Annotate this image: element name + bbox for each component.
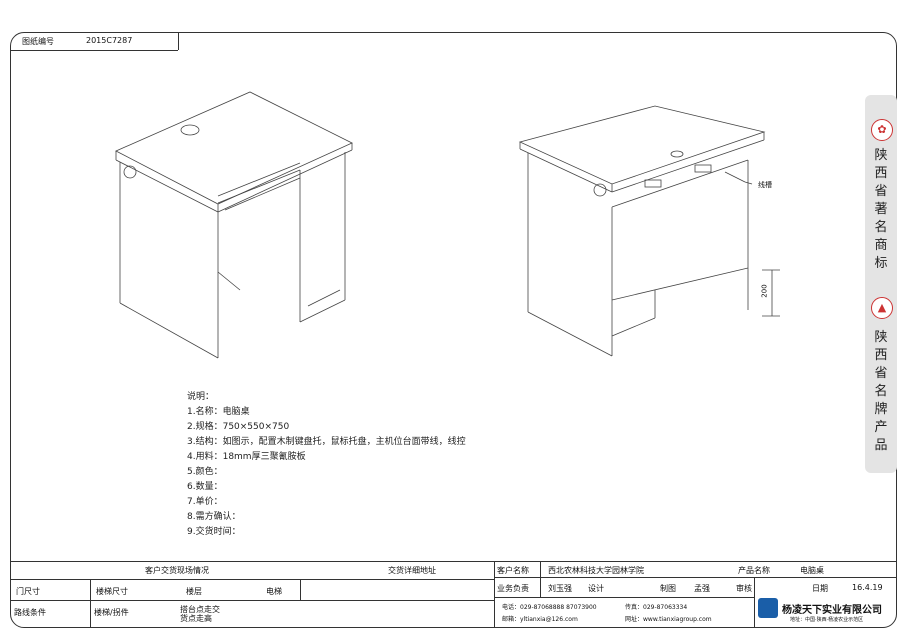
- date-label: 日期: [812, 584, 828, 593]
- note-line: 1.名称：电脑桌: [187, 407, 250, 417]
- drawing-number: 2015C7287: [86, 36, 133, 45]
- route-label: 路线条件: [14, 608, 46, 617]
- desk-right-view: [518, 105, 780, 357]
- company-address: 地址：中国·陕西·杨凌农业示范区: [790, 617, 864, 623]
- brand-seal-icon: ▲: [871, 297, 893, 319]
- review-label: 审核: [736, 584, 752, 593]
- ship-note: 搭台点走交: [180, 605, 220, 614]
- divider: [10, 50, 178, 51]
- maker-name: 孟强: [694, 584, 710, 593]
- email: 邮箱：yltianxia@126.com: [502, 616, 578, 623]
- drawing-number-label: 图纸编号: [22, 37, 54, 46]
- note-line: 9.交货时间：: [187, 527, 241, 537]
- note-line: 3.结构：如图示，配置木制键盘托，鼠标托盘，主机位台面带线，线控: [187, 437, 466, 447]
- note-line: 2.规格：750×550×750: [187, 422, 290, 432]
- note-line: 4.用料：18mm厚三聚氰胺板: [187, 452, 306, 462]
- product-name: 电脑桌: [800, 566, 824, 575]
- dimension-value: 200: [760, 284, 769, 298]
- delivery-address-header: 交货详细地址: [388, 566, 436, 575]
- notes-block: 说明： 1.名称：电脑桌 2.规格：750×550×750 3.结构：如图示，配…: [187, 390, 466, 540]
- stair-size-label: 楼梯尺寸: [96, 587, 128, 596]
- trademark-banner: ✿ 陕西省著名商标 ▲ 陕西省名牌产品: [865, 95, 897, 473]
- note-line: 8.需方确认：: [187, 512, 241, 522]
- floor-label: 楼层: [186, 587, 202, 596]
- owner-label: 业务负责: [497, 584, 529, 593]
- door-size-label: 门尺寸: [16, 587, 40, 596]
- site-status-header: 客户交货现场情况: [145, 566, 209, 575]
- note-line: 5.颜色：: [187, 467, 223, 477]
- company-logo-icon: [758, 598, 778, 618]
- website: 网址：www.tianxiagroup.com: [625, 616, 712, 623]
- desk-left-view: [115, 91, 353, 359]
- note-line: 6.数量：: [187, 482, 223, 492]
- design-label: 设计: [588, 584, 604, 593]
- customer-label: 客户名称: [497, 566, 529, 575]
- ship-note: 货点走高: [180, 614, 212, 623]
- fax: 传真：029-87063334: [625, 604, 688, 611]
- divider: [178, 32, 179, 50]
- note-line: 7.单价：: [187, 497, 223, 507]
- phone: 电话：029-87068888 87073900: [502, 604, 597, 611]
- product-label: 产品名称: [738, 566, 770, 575]
- trademark-seal-icon: ✿: [871, 119, 893, 141]
- date-value: 16.4.19: [852, 583, 883, 592]
- brand-text: 陕西省名牌产品: [874, 330, 888, 453]
- company-name: 杨凌天下实业有限公司: [782, 605, 882, 616]
- customer-name: 西北农林科技大学园林学院: [548, 566, 644, 575]
- elevator-label: 电梯: [266, 587, 282, 596]
- dimension-note: 线槽: [758, 181, 772, 189]
- trademark-text: 陕西省著名商标: [874, 148, 888, 271]
- make-label: 制图: [660, 584, 676, 593]
- owner-name: 刘玉强: [548, 584, 572, 593]
- stair-corner-label: 楼梯/拐件: [94, 608, 129, 617]
- note-line: 说明：: [187, 392, 215, 402]
